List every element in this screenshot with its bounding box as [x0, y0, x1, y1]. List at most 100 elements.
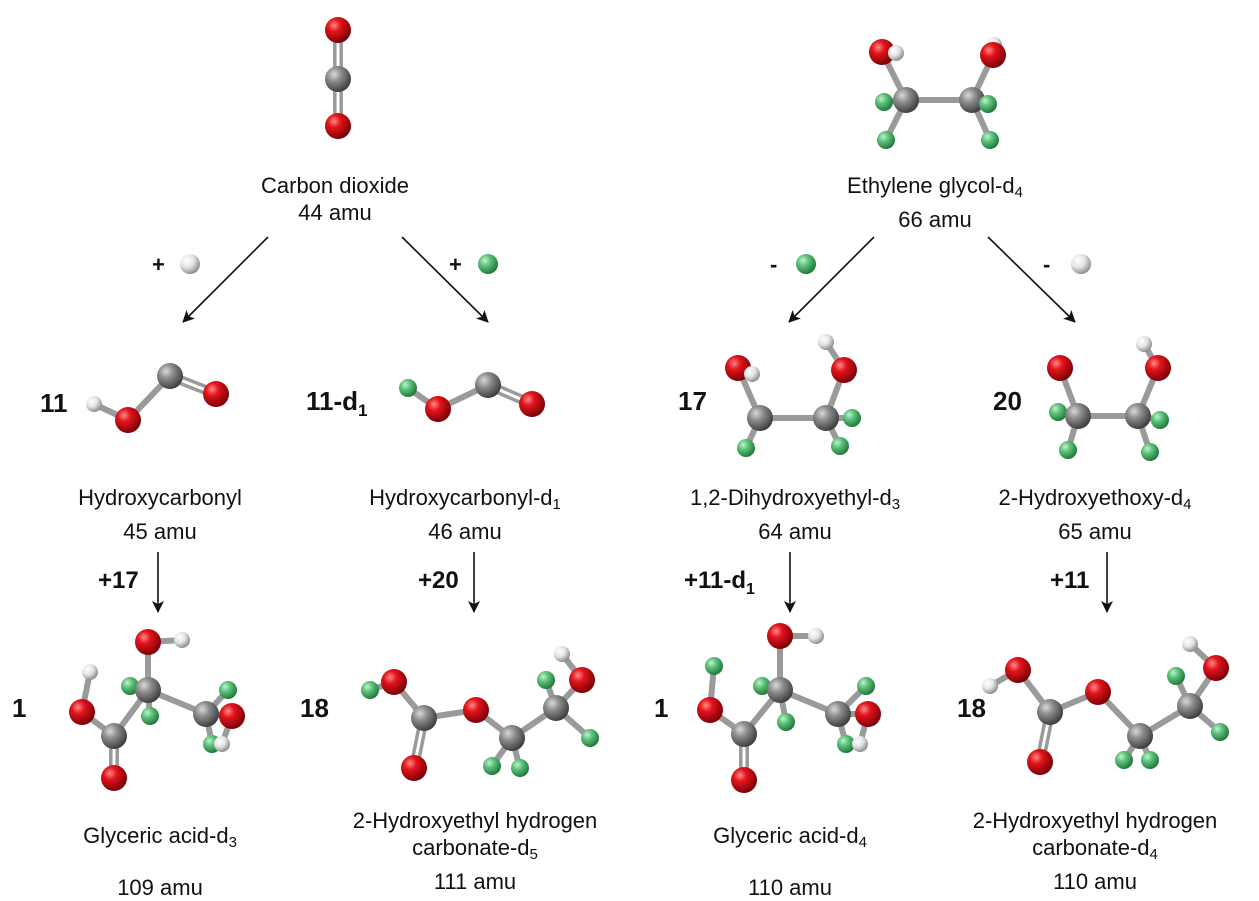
deuterium-atom	[1141, 443, 1159, 461]
hydroxyethoxy-d4-molecule	[1047, 336, 1171, 461]
hydroxyethyl-carbonate-d5-line2: carbonate-d5	[412, 835, 538, 863]
deuterium-atom	[1167, 667, 1185, 685]
ethylene-glycol-d4-molecule	[869, 37, 1006, 149]
carbon-atom	[747, 405, 773, 431]
oxygen-atom	[767, 623, 793, 649]
oxygen-atom	[980, 42, 1006, 68]
deuterium-atom	[219, 681, 237, 699]
deuterium-atom	[1211, 723, 1229, 741]
recombination-plus-17: +17	[98, 567, 139, 594]
glyceric-acid-d3-name: Glyceric acid-d3	[83, 823, 237, 851]
oxygen-atom	[219, 703, 245, 729]
hydroxycarbonyl-molecule	[86, 363, 229, 433]
oxygen-atom	[855, 701, 881, 727]
plus-hydrogen-sign: +	[152, 252, 165, 277]
reaction-arrows	[152, 236, 1113, 613]
glyceric-acid-d4-name: Glyceric acid-d4	[713, 823, 867, 851]
glyceric-acid-d4-molecule	[697, 623, 881, 793]
carbon-atom	[411, 705, 437, 731]
arrow-glycol-to-17	[788, 236, 875, 323]
carbon-atom	[767, 677, 793, 703]
carbon-atom	[1065, 403, 1091, 429]
carbon-atom	[193, 701, 219, 727]
dihydroxyethyl-d3-molecule	[725, 334, 861, 457]
hydroxycarbonyl-label: Hydroxycarbonyl 45 amu	[45, 484, 275, 545]
oxygen-atom	[401, 755, 427, 781]
carbon-atom	[325, 66, 351, 92]
deuterium-atom	[737, 439, 755, 457]
arrow-co2-to-11d1	[401, 236, 489, 323]
oxygen-atom	[1047, 355, 1073, 381]
hydroxyethyl-carbonate-d5-molecule	[361, 646, 599, 781]
hydroxyethyl-carbonate-d4-molecule	[982, 636, 1229, 775]
deuterium-atom	[361, 681, 379, 699]
carbon-atom	[1037, 699, 1063, 725]
oxygen-atom	[697, 697, 723, 723]
hydroxyethoxy-d4-mass: 65 amu	[1058, 519, 1132, 544]
deuterium-atom	[777, 713, 795, 731]
intermediate-20-number: 20	[993, 386, 1022, 416]
hydroxycarbonyl-name: Hydroxycarbonyl	[78, 485, 242, 510]
hydrogen-atom	[214, 736, 230, 752]
ethylene-glycol-mass: 66 amu	[898, 207, 972, 232]
hydroxyethyl-carbonate-d5-label: 2-Hydroxyethyl hydrogen carbonate-d5 111…	[310, 807, 640, 895]
carbon-atom	[135, 677, 161, 703]
hydrogen-atom	[1136, 336, 1152, 352]
hydrogen-atom	[86, 396, 102, 412]
plus-hydrogen-atom	[180, 254, 200, 274]
deuterium-atom	[837, 735, 855, 753]
dihydroxyethyl-d3-mass: 64 amu	[758, 519, 832, 544]
hydrogen-atom	[1071, 254, 1091, 274]
hydrogen-atom	[554, 646, 570, 662]
deuterium-atom	[857, 677, 875, 695]
deuterium-atom	[483, 757, 501, 775]
hydrogen-atom	[744, 366, 760, 382]
hydrogen-atom	[174, 632, 190, 648]
oxygen-atom	[831, 357, 857, 383]
oxygen-atom	[115, 407, 141, 433]
plus-deuterium-sign: +	[449, 252, 462, 277]
hydroxyethyl-carbonate-d4-label: 2-Hydroxyethyl hydrogen carbonate-d4 110…	[935, 807, 1255, 895]
arrow-co2-to-11	[182, 236, 269, 323]
carbon-atom	[1125, 403, 1151, 429]
hydroxyethyl-carbonate-d5-mass: 111 amu	[433, 869, 517, 894]
deuterium-atom	[979, 95, 997, 113]
hydroxycarbonyl-mass: 45 amu	[123, 519, 197, 544]
oxygen-atom	[325, 113, 351, 139]
hydroxycarbonyl-d1-name: Hydroxycarbonyl-d1	[369, 485, 561, 513]
carbon-atom	[813, 405, 839, 431]
hydroxycarbonyl-d1-label: Hydroxycarbonyl-d1 46 amu	[340, 484, 590, 545]
carbon-atom	[157, 363, 183, 389]
carbon-atom	[543, 695, 569, 721]
glyceric-acid-d4-mass: 110 amu	[748, 875, 832, 900]
hydrogen-atom	[982, 678, 998, 694]
deuterium-atom	[1115, 751, 1133, 769]
hydroxyethoxy-d4-name: 2-Hydroxyethoxy-d4	[998, 485, 1192, 513]
carbon-atom	[825, 701, 851, 727]
oxygen-atom	[1145, 355, 1171, 381]
intermediate-11-number: 11	[40, 388, 68, 418]
intermediate-17-number: 17	[678, 386, 707, 416]
minus-hydrogen-sign: -	[1043, 252, 1051, 277]
minus-deuterium-sign: -	[770, 252, 778, 277]
deuterium-atom	[1151, 411, 1169, 429]
deuterium-atom	[875, 93, 893, 111]
oxygen-atom	[425, 396, 451, 422]
deuterium-atom	[796, 254, 816, 274]
deuterium-atom	[399, 379, 417, 397]
carbon-dioxide-name: Carbon dioxide	[261, 173, 409, 198]
glyceric-acid-d4-label: Glyceric acid-d4	[670, 822, 910, 856]
carbon-dioxide-mass: 44 amu	[298, 200, 372, 225]
carbon-atom	[731, 721, 757, 747]
oxygen-atom	[1027, 749, 1053, 775]
dihydroxyethyl-d3-name: 1,2-Dihydroxyethyl-d3	[689, 485, 901, 513]
carbon-dioxide-label: Carbon dioxide 44 amu	[230, 172, 440, 226]
deuterium-atom	[1049, 403, 1067, 421]
product-1-number-right: 1	[654, 693, 669, 723]
recombination-plus-11: +11	[1050, 567, 1090, 594]
deuterium-atom	[831, 437, 849, 455]
deuterium-atom	[478, 254, 498, 274]
hydrogen-atom	[808, 628, 824, 644]
recombination-plus-11d1: +11-d1	[684, 567, 755, 598]
plus-deuterium-atom	[478, 254, 498, 274]
